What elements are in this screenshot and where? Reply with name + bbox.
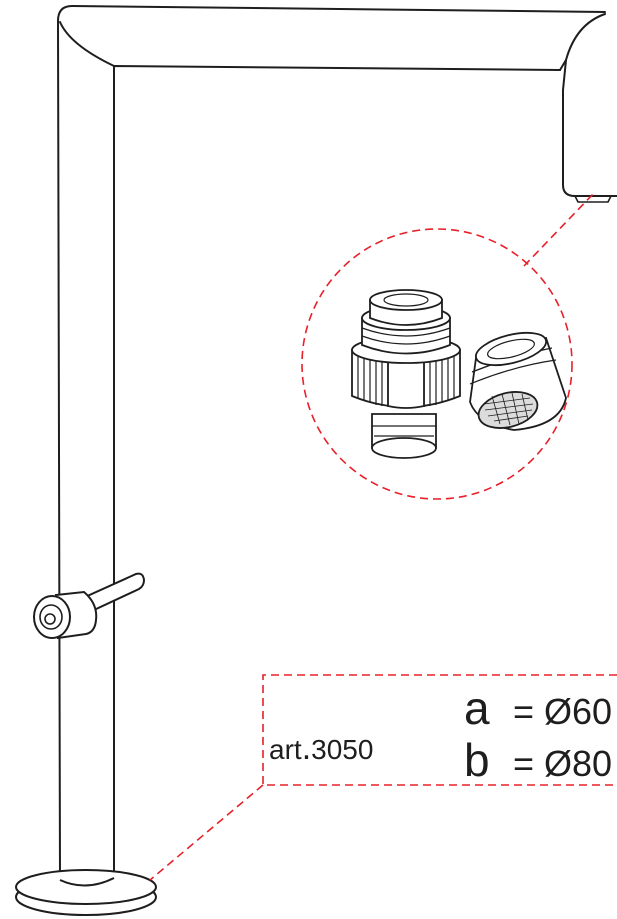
faucet-column-outline	[57, 5, 606, 881]
base-column-joint	[59, 877, 115, 887]
lever-knob-cap	[33, 595, 71, 639]
aerator-callout-leader	[523, 191, 596, 267]
adapter-ring-band	[387, 356, 425, 409]
dimension-callout	[149, 674, 617, 881]
lever-handle	[33, 572, 146, 640]
article-code: art.3050	[269, 729, 373, 767]
aerator-tip	[574, 195, 612, 203]
article-code-number: 3050	[311, 734, 373, 765]
dimension-a-letter: a	[464, 682, 490, 734]
dimension-a-value: = Ø60	[513, 691, 612, 732]
lever-knob-ring	[39, 604, 63, 630]
dimension-b-letter: b	[464, 734, 490, 786]
faucet-base	[15, 869, 157, 916]
aerator-mesh-part	[469, 331, 567, 431]
lever-knob-center	[44, 613, 56, 625]
knurl-lines	[357, 352, 455, 407]
faucet-elbow-bevel	[59, 21, 115, 67]
dimension-callout-leader	[149, 784, 264, 881]
aerator-adapter-part	[351, 289, 461, 459]
article-code-separator: .	[302, 729, 311, 767]
adapter-bottom-cap	[371, 437, 437, 459]
dimension-b-value: = Ø80	[513, 743, 612, 784]
aerator-callout	[301, 191, 596, 500]
base-disc-top	[15, 869, 157, 905]
faucet-body	[57, 5, 617, 881]
spout-head	[562, 13, 617, 197]
article-code-prefix: art	[269, 734, 302, 765]
aerator-callout-circle	[301, 228, 573, 500]
mesh-screen-hatch	[483, 392, 534, 426]
dimension-callout-box	[262, 674, 617, 786]
spout-top-edge	[559, 59, 567, 71]
